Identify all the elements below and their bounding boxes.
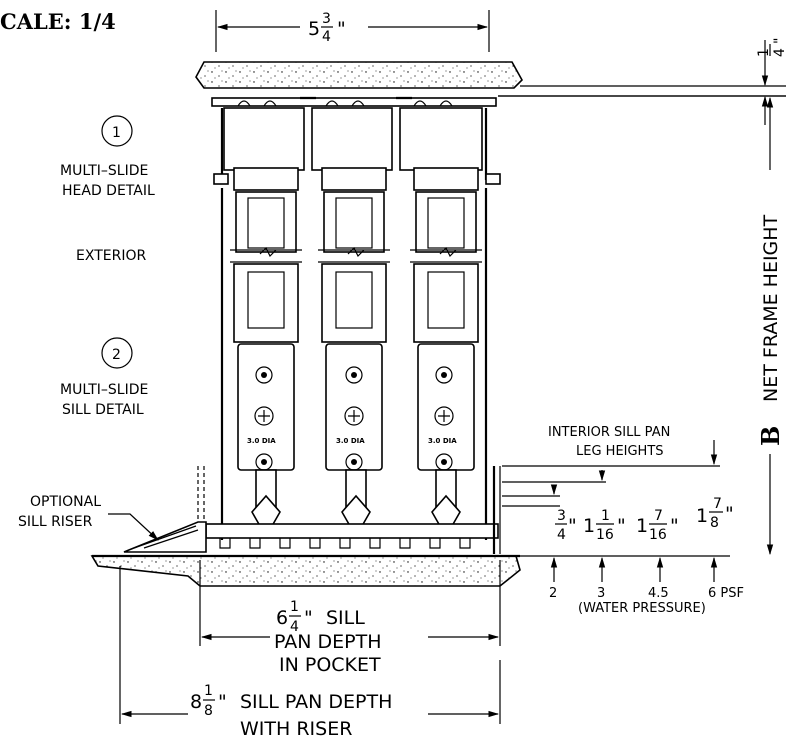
leg-1-num: 3 <box>557 508 566 524</box>
leg-heights-group: INTERIOR SILL PAN LEG HEIGHTS 3 4 " 1 1 … <box>502 425 734 543</box>
net-frame-letter: B <box>756 426 785 446</box>
callout-2-line1: MULTI–SLIDE <box>60 382 148 398</box>
riser-dim-whole: 8 <box>190 691 202 713</box>
panel-3-dia-label: 3.0 DIA <box>428 437 457 445</box>
sill-frame <box>205 466 501 554</box>
leg-4-num: 7 <box>713 496 722 512</box>
net-frame-label: NET FRAME HEIGHT <box>760 214 782 402</box>
psf-value-1: 2 <box>549 586 557 601</box>
pocket-dim-num: 1 <box>290 599 299 615</box>
riser-label: OPTIONAL SILL RISER <box>18 494 159 541</box>
callout-head-detail: 1 MULTI–SLIDE HEAD DETAIL <box>60 115 155 199</box>
riser-dim-num: 1 <box>204 683 213 699</box>
top-gap-den: 4 <box>772 48 786 57</box>
panel-lower-2: 3.0 DIA <box>321 263 387 471</box>
top-dim-whole: 5 <box>308 18 320 40</box>
riser-dim-line2: WITH RISER <box>240 718 352 740</box>
leg-heights-title2: LEG HEIGHTS <box>576 444 664 459</box>
leg-heights-title1: INTERIOR SILL PAN <box>548 425 670 440</box>
leg-4-den: 8 <box>710 515 719 531</box>
panel-upper-3 <box>410 167 482 263</box>
head-cover-board <box>195 61 523 89</box>
leg-4-whole: 1 <box>696 505 708 527</box>
riser-dim-line1: SILL PAN DEPTH <box>240 691 392 713</box>
callout-1-line1: MULTI–SLIDE <box>60 163 148 179</box>
panel-lower-1: 3.0 DIA <box>233 263 299 471</box>
leg-1-den: 4 <box>557 527 566 543</box>
pocket-dim-den: 4 <box>290 619 299 635</box>
top-gap-dimension: 1 4 " <box>498 38 786 125</box>
callout-2-line2: SILL DETAIL <box>62 402 144 418</box>
riser-label-line2: SILL RISER <box>18 514 93 530</box>
top-dim-num: 3 <box>322 11 331 27</box>
callout-sill-detail: 2 MULTI–SLIDE SILL DETAIL <box>60 337 148 418</box>
leg-2-den: 16 <box>596 527 614 543</box>
pocket-dim-line3: IN POCKET <box>279 654 381 676</box>
top-dim-unit: " <box>337 18 346 40</box>
head-frame <box>211 96 501 185</box>
leg-3-whole: 1 <box>636 515 648 537</box>
psf-value-3: 4.5 <box>648 586 669 601</box>
concrete-floor <box>90 555 521 587</box>
riser-depth-dimension: 8 1 8 " SILL PAN DEPTH WITH RISER <box>119 566 501 740</box>
panel-upper-1 <box>230 167 302 263</box>
riser-label-line1: OPTIONAL <box>30 494 101 510</box>
panel-upper-2 <box>318 167 390 263</box>
pocket-dim-line1: SILL <box>326 607 365 629</box>
callout-2-number: 2 <box>112 347 121 363</box>
leg-4-unit: " <box>725 503 734 525</box>
scale-label: CALE: 1/4 <box>0 9 116 34</box>
psf-value-4: 6 PSF <box>708 586 744 601</box>
sill-rollers <box>251 469 461 527</box>
riser-dim-unit: " <box>218 691 227 713</box>
panel-1-dia-label: 3.0 DIA <box>247 437 276 445</box>
riser-dim-den: 8 <box>204 703 213 719</box>
psf-value-2: 3 <box>597 586 605 601</box>
leg-2-num: 1 <box>601 508 610 524</box>
leg-3-unit: " <box>670 515 679 537</box>
top-dim-den: 4 <box>322 29 331 45</box>
leg-3-num: 7 <box>654 508 663 524</box>
top-gap-unit: " <box>772 38 786 44</box>
callout-1-line2: HEAD DETAIL <box>62 183 155 199</box>
exterior-label: EXTERIOR <box>76 248 146 264</box>
optional-sill-riser <box>123 466 207 553</box>
panel-lower-3: 3.0 DIA <box>413 263 479 471</box>
leg-2-whole: 1 <box>583 515 595 537</box>
leg-3-den: 16 <box>649 527 667 543</box>
pocket-dim-unit: " <box>304 607 313 629</box>
water-pressure-label: (WATER PRESSURE) <box>578 601 706 616</box>
net-frame-height-dimension: NET FRAME HEIGHT B <box>498 95 786 556</box>
pocket-dim-whole: 6 <box>276 607 288 629</box>
top-gap-num: 1 <box>756 48 772 57</box>
top-width-dimension: 5 3 4 " <box>215 10 490 52</box>
callout-1-number: 1 <box>112 125 121 141</box>
panel-2-dia-label: 3.0 DIA <box>336 437 365 445</box>
leg-1-unit: " <box>568 515 577 537</box>
pocket-dim-line2: PAN DEPTH <box>274 631 381 653</box>
pocket-depth-dimension: 6 1 4 " SILL PAN DEPTH IN POCKET <box>199 560 501 676</box>
leg-2-unit: " <box>617 515 626 537</box>
psf-scale: 2 3 4.5 6 PSF (WATER PRESSURE) <box>549 556 744 616</box>
